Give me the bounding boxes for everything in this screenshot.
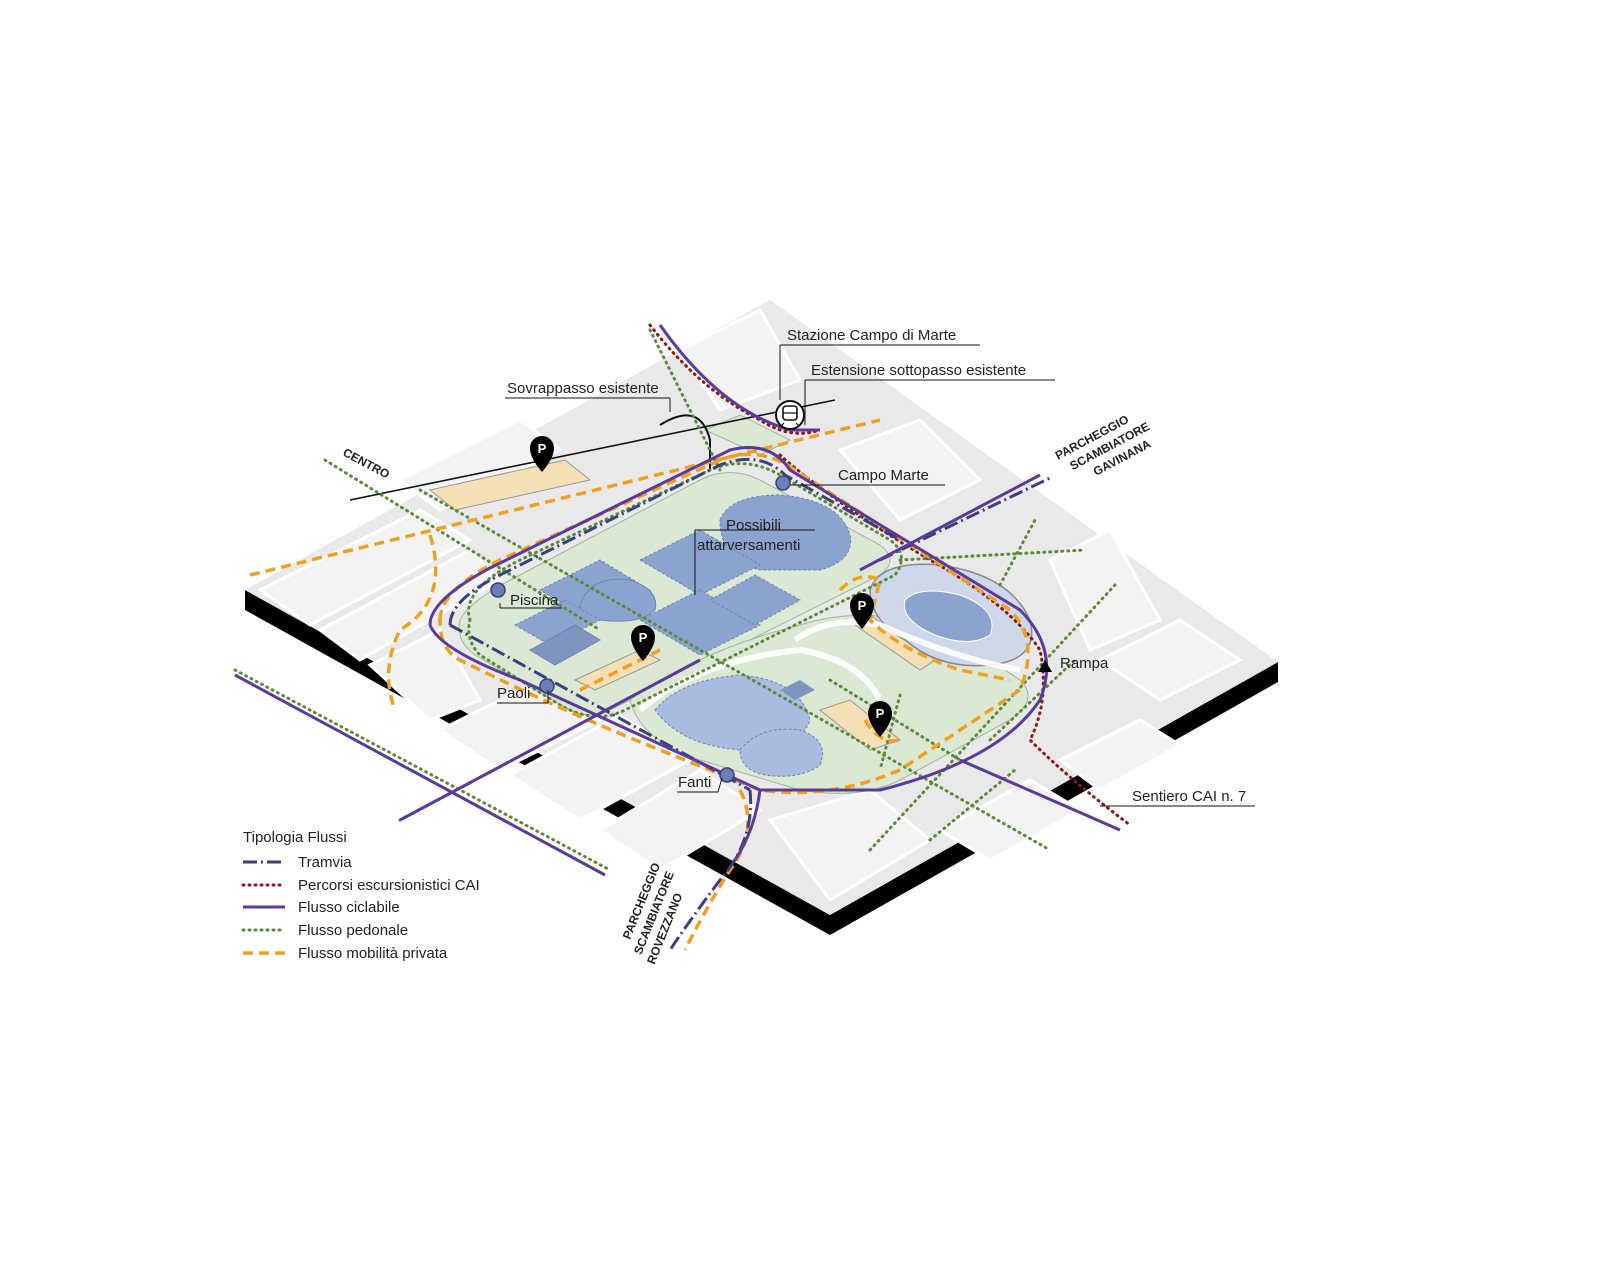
label-campo-marte: Campo Marte: [838, 467, 929, 484]
pedestrian-path: [988, 658, 1077, 742]
private-road-south-park: [863, 719, 901, 743]
label-fanti: Fanti: [678, 774, 711, 791]
pedestrian-path: [648, 328, 722, 472]
svg-text:Percorsi escursionistici CAI: Percorsi escursionistici CAI: [298, 877, 480, 894]
pedestrian-path: [233, 668, 612, 872]
private-mobility-flows: [249, 418, 1030, 951]
city-block: [1097, 618, 1243, 702]
pedestrian-path: [868, 583, 1117, 852]
legend-title: Tipologia Flussi: [243, 829, 347, 846]
parking-area-centro: [428, 459, 592, 511]
city-block: [837, 418, 983, 522]
legend-item-pedestrian: Flusso pedonale: [241, 922, 408, 939]
bike-path-south: [733, 789, 762, 861]
tram-line-east: [879, 476, 1051, 562]
building-block-6: [529, 624, 601, 666]
building-block-3: [638, 589, 762, 656]
city-blocks: [257, 308, 1243, 902]
tram-stop-icon: [490, 582, 506, 598]
private-road-west: [386, 534, 438, 711]
pedestrian-path: [828, 678, 962, 762]
city-block: [507, 713, 693, 822]
bike-path-southwest: [399, 658, 701, 822]
legend: Tipologia Flussi Tramvia Percorsi escurs…: [241, 829, 480, 962]
tram-stop-icon: [719, 767, 735, 783]
legend-item-cai: Percorsi escursionistici CAI: [241, 877, 480, 894]
pedestrian-path: [323, 458, 602, 632]
svg-text:Flusso mobilità privata: Flusso mobilità privata: [298, 945, 448, 962]
svg-text:P: P: [858, 598, 867, 613]
label-sottopasso: Estensione sottopasso esistente: [811, 362, 1026, 379]
bike-path-east: [859, 473, 1041, 572]
svg-text:Tramvia: Tramvia: [298, 854, 352, 871]
small-building: [780, 680, 815, 700]
label-stazione: Stazione Campo di Marte: [787, 327, 956, 344]
ramp-triangle-icon: [1038, 660, 1052, 672]
tram-line: [449, 623, 751, 792]
overpass-arc: [659, 414, 711, 470]
svg-text:P: P: [876, 706, 885, 721]
label-sentiero: Sentiero CAI n. 7: [1132, 788, 1246, 805]
tram-flows: [448, 457, 1051, 951]
cai-trail: [648, 323, 1132, 827]
label-rovezzano: PARCHEGGIO SCAMBIATORE ROVEZZANO: [620, 861, 686, 966]
label-possibili: Possibili: [726, 517, 781, 534]
parking-pins: P P P P: [530, 436, 892, 737]
svg-text:P: P: [639, 630, 648, 645]
city-block: [937, 778, 1083, 862]
stadium-pitch: [903, 590, 993, 642]
tram-stop-icon: [539, 678, 555, 694]
city-block: [257, 508, 474, 627]
parking-pin-icon: P: [530, 436, 554, 472]
train-station-icon: [775, 400, 805, 430]
label-piscina: Piscina: [510, 592, 559, 609]
private-road: [249, 418, 881, 577]
label-rampa: Rampa: [1060, 655, 1109, 672]
legend-item-private: Flusso mobilità privata: [243, 945, 448, 962]
label-centro: CENTRO: [341, 445, 392, 481]
bike-ring: [428, 446, 1049, 792]
pedestrian-path: [928, 768, 1017, 842]
svg-text:Flusso ciclabile: Flusso ciclabile: [298, 899, 400, 916]
label-paoli: Paoli: [497, 685, 530, 702]
city-block: [317, 548, 503, 662]
svg-text:P: P: [538, 441, 547, 456]
parking-pin-icon: P: [850, 593, 874, 629]
pedestrian-ring: [467, 462, 903, 718]
tram-line-south: [668, 789, 753, 951]
south-field: [739, 728, 823, 777]
parking-pin-icon: P: [631, 625, 655, 661]
private-ring: [438, 452, 1030, 795]
leader-lines: [497, 344, 1255, 807]
tram-stop-icon: [775, 475, 791, 491]
city-block: [367, 628, 483, 722]
city-block: [597, 768, 763, 872]
bike-path-west: [234, 673, 606, 877]
city-block: [1057, 718, 1183, 792]
tram-ring: [448, 457, 901, 626]
bike-path-southeast: [959, 758, 1121, 832]
label-attarversamenti: attarversamenti: [697, 537, 800, 554]
legend-item-bike: Flusso ciclabile: [243, 899, 400, 916]
city-block: [1048, 528, 1163, 652]
parking-pin-icon: P: [868, 701, 892, 737]
city-block: [677, 308, 803, 412]
label-sovrappasso: Sovrappasso esistente: [507, 380, 659, 397]
pedestrian-path: [998, 518, 1037, 587]
building-block-4: [708, 574, 802, 626]
private-road-stadium: [838, 574, 1011, 682]
private-road-south: [683, 789, 750, 951]
pedestrian-path: [898, 548, 1087, 562]
tram-stops: [490, 475, 791, 783]
label-gavinana: PARCHEGGIO SCAMBIATORE GAVINANA: [1053, 412, 1154, 478]
pedestrian-path: [878, 693, 902, 772]
svg-text:Flusso pedonale: Flusso pedonale: [298, 922, 408, 939]
building-block-1: [638, 529, 762, 596]
legend-item-tram: Tramvia: [243, 854, 352, 871]
